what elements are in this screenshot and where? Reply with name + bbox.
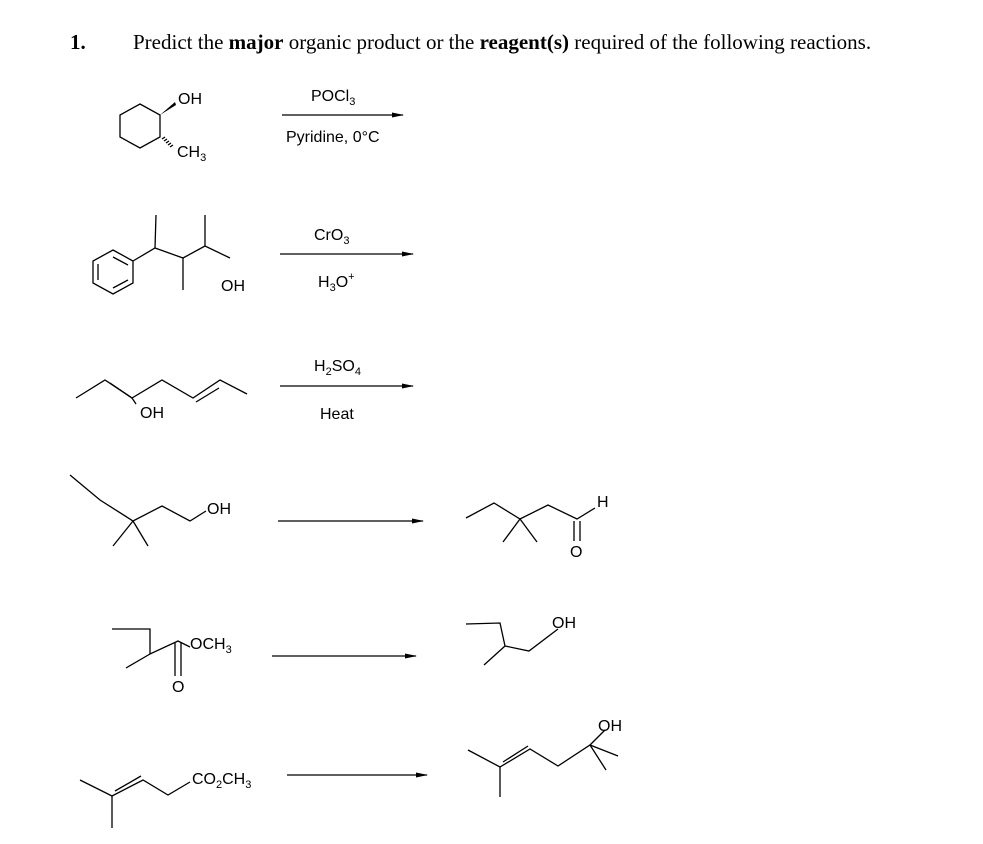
reaction-2: OH CrO3 H3O+ bbox=[92, 214, 414, 295]
reaction-4: OH H O bbox=[69, 474, 609, 561]
emphasis-reagents: reagent(s) bbox=[479, 30, 570, 54]
question-prompt: Predict the major organic product or the… bbox=[133, 30, 872, 54]
product-4-structure bbox=[465, 502, 596, 543]
reactant-4-structure bbox=[69, 474, 207, 547]
r1-reagent-below: Pyridine, 0°C bbox=[286, 129, 380, 146]
reaction-1: OH CH3 POCl3 Pyridine, 0°C bbox=[119, 88, 404, 164]
r2-reagent-below: H3O+ bbox=[318, 271, 355, 294]
p6-oh-label: OH bbox=[598, 718, 622, 735]
r3-reagent-below: Heat bbox=[320, 406, 354, 423]
r6-ester-label: CO2CH3 bbox=[192, 771, 251, 791]
emphasis-major: major bbox=[228, 30, 284, 54]
r1-oh-label: OH bbox=[178, 91, 202, 108]
r1-reagent-above: POCl3 bbox=[311, 88, 355, 108]
reactant-2-structure bbox=[92, 214, 231, 295]
reaction-6: CO2CH3 OH bbox=[79, 718, 622, 828]
reactant-3-structure bbox=[75, 379, 248, 405]
reactant-1-structure bbox=[119, 102, 176, 149]
product-6-structure bbox=[467, 729, 619, 797]
r4-oh-label: OH bbox=[207, 501, 231, 518]
p4-h-label: H bbox=[597, 494, 609, 511]
r1-methyl-label: CH3 bbox=[177, 144, 206, 164]
r3-reagent-above: H2SO4 bbox=[314, 358, 361, 378]
r2-oh-label: OH bbox=[221, 278, 245, 295]
p5-oh-label: OH bbox=[552, 615, 576, 632]
r3-oh-label: OH bbox=[140, 405, 164, 422]
question-number: 1. bbox=[70, 30, 86, 54]
reaction-5: OCH3 O OH bbox=[112, 615, 576, 696]
reactant-6-structure bbox=[79, 775, 191, 828]
reaction-3: OH H2SO4 Heat bbox=[75, 358, 414, 423]
r5-och3-label: OCH3 bbox=[190, 636, 232, 656]
r5-carbonyl-o-label: O bbox=[172, 679, 184, 696]
reactant-5-structure bbox=[112, 628, 191, 676]
product-5-structure bbox=[465, 622, 559, 666]
p4-o-label: O bbox=[570, 544, 582, 561]
r2-reagent-above: CrO3 bbox=[314, 227, 349, 247]
